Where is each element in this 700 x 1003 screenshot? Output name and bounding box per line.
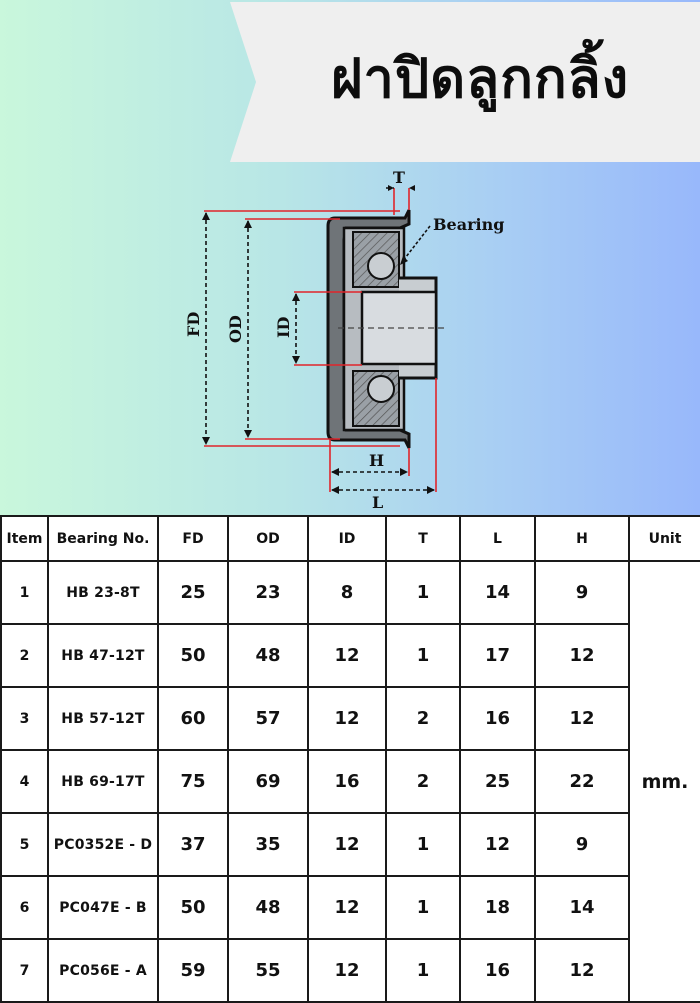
- cell-h: 12: [534, 623, 630, 688]
- cell-od: 35: [227, 812, 309, 877]
- cell-l: 14: [459, 560, 536, 625]
- header-id: ID: [307, 515, 387, 562]
- cell-item: 4: [0, 749, 49, 814]
- dimension-arrows: [202, 185, 435, 494]
- bearing-cover-diagram: T Bearing FD OD ID H L: [184, 168, 504, 512]
- cell-fd: 59: [157, 938, 229, 1003]
- cell-bearing-no: HB 23-8T: [47, 560, 159, 625]
- cell-bearing-no: HB 47-12T: [47, 623, 159, 688]
- cell-t: 1: [385, 875, 461, 940]
- header-bearing-no: Bearing No.: [47, 515, 159, 562]
- dimension-lines: [205, 187, 434, 491]
- cell-t: 2: [385, 749, 461, 814]
- cell-t: 1: [385, 812, 461, 877]
- dim-label-fd: FD: [184, 312, 203, 337]
- cell-l: 25: [459, 749, 536, 814]
- cell-item: 2: [0, 623, 49, 688]
- cell-item: 5: [0, 812, 49, 877]
- table-row: 5 PC0352E - D 37 35 12 1 12 9: [0, 812, 700, 877]
- cell-h: 22: [534, 749, 630, 814]
- page-title: ฝาปิดลูกกลิ้ง: [330, 47, 630, 110]
- header-t: T: [385, 515, 461, 562]
- header-unit: Unit: [628, 515, 700, 562]
- table-row: 3 HB 57-12T 60 57 12 2 16 12: [0, 686, 700, 751]
- table-row: 4 HB 69-17T 75 69 16 2 25 22: [0, 749, 700, 814]
- cell-id: 12: [307, 812, 387, 877]
- cell-od: 57: [227, 686, 309, 751]
- dim-label-l: L: [372, 493, 383, 512]
- header-fd: FD: [157, 515, 229, 562]
- cell-od: 23: [227, 560, 309, 625]
- table-header-row: Item Bearing No. FD OD ID T L H Unit: [0, 515, 700, 562]
- cell-fd: 75: [157, 749, 229, 814]
- cell-id: 8: [307, 560, 387, 625]
- bearing-label: Bearing: [433, 215, 504, 234]
- cell-l: 16: [459, 938, 536, 1003]
- header-od: OD: [227, 515, 309, 562]
- cell-h: 12: [534, 686, 630, 751]
- dim-label-od: OD: [226, 315, 245, 343]
- cell-od: 48: [227, 623, 309, 688]
- cell-l: 17: [459, 623, 536, 688]
- cell-fd: 25: [157, 560, 229, 625]
- cell-t: 1: [385, 623, 461, 688]
- cell-id: 12: [307, 938, 387, 1003]
- cell-bearing-no: PC047E - B: [47, 875, 159, 940]
- header-l: L: [459, 515, 536, 562]
- title-banner: ฝาปิดลูกกลิ้ง: [230, 2, 700, 162]
- cell-l: 12: [459, 812, 536, 877]
- cell-fd: 37: [157, 812, 229, 877]
- cell-t: 1: [385, 560, 461, 625]
- cell-item: 7: [0, 938, 49, 1003]
- cell-item: 6: [0, 875, 49, 940]
- cell-h: 9: [534, 812, 630, 877]
- cell-l: 18: [459, 875, 536, 940]
- table-row: 6 PC047E - B 50 48 12 1 18 14: [0, 875, 700, 940]
- extension-lines: [204, 188, 437, 492]
- cell-bearing-no: HB 57-12T: [47, 686, 159, 751]
- cell-od: 69: [227, 749, 309, 814]
- cover-section: [326, 209, 448, 449]
- cell-item: 3: [0, 686, 49, 751]
- table-row: 2 HB 47-12T 50 48 12 1 17 12: [0, 623, 700, 688]
- cell-fd: 60: [157, 686, 229, 751]
- cell-unit: mm.: [628, 560, 700, 1003]
- cell-fd: 50: [157, 875, 229, 940]
- cell-bearing-no: PC0352E - D: [47, 812, 159, 877]
- cell-l: 16: [459, 686, 536, 751]
- cell-bearing-no: PC056E - A: [47, 938, 159, 1003]
- cell-id: 16: [307, 749, 387, 814]
- cell-id: 12: [307, 623, 387, 688]
- table-row: 7 PC056E - A 59 55 12 1 16 12: [0, 938, 700, 1003]
- dim-label-id: ID: [274, 317, 293, 338]
- cell-h: 12: [534, 938, 630, 1003]
- cell-fd: 50: [157, 623, 229, 688]
- spec-table: Item Bearing No. FD OD ID T L H Unit 1 H…: [0, 515, 700, 1003]
- cell-h: 14: [534, 875, 630, 940]
- cell-h: 9: [534, 560, 630, 625]
- cell-od: 55: [227, 938, 309, 1003]
- cell-id: 12: [307, 875, 387, 940]
- header-h: H: [534, 515, 630, 562]
- cell-t: 1: [385, 938, 461, 1003]
- header-item: Item: [0, 515, 49, 562]
- cell-t: 2: [385, 686, 461, 751]
- cell-id: 12: [307, 686, 387, 751]
- hero-banner: ฝาปิดลูกกลิ้ง: [0, 0, 700, 515]
- table-row: 1 HB 23-8T 25 23 8 1 14 9 mm.: [0, 560, 700, 1003]
- dim-label-h: H: [369, 451, 384, 470]
- cell-od: 48: [227, 875, 309, 940]
- cell-bearing-no: HB 69-17T: [47, 749, 159, 814]
- dim-label-t: T: [393, 168, 405, 187]
- cell-item: 1: [0, 560, 49, 625]
